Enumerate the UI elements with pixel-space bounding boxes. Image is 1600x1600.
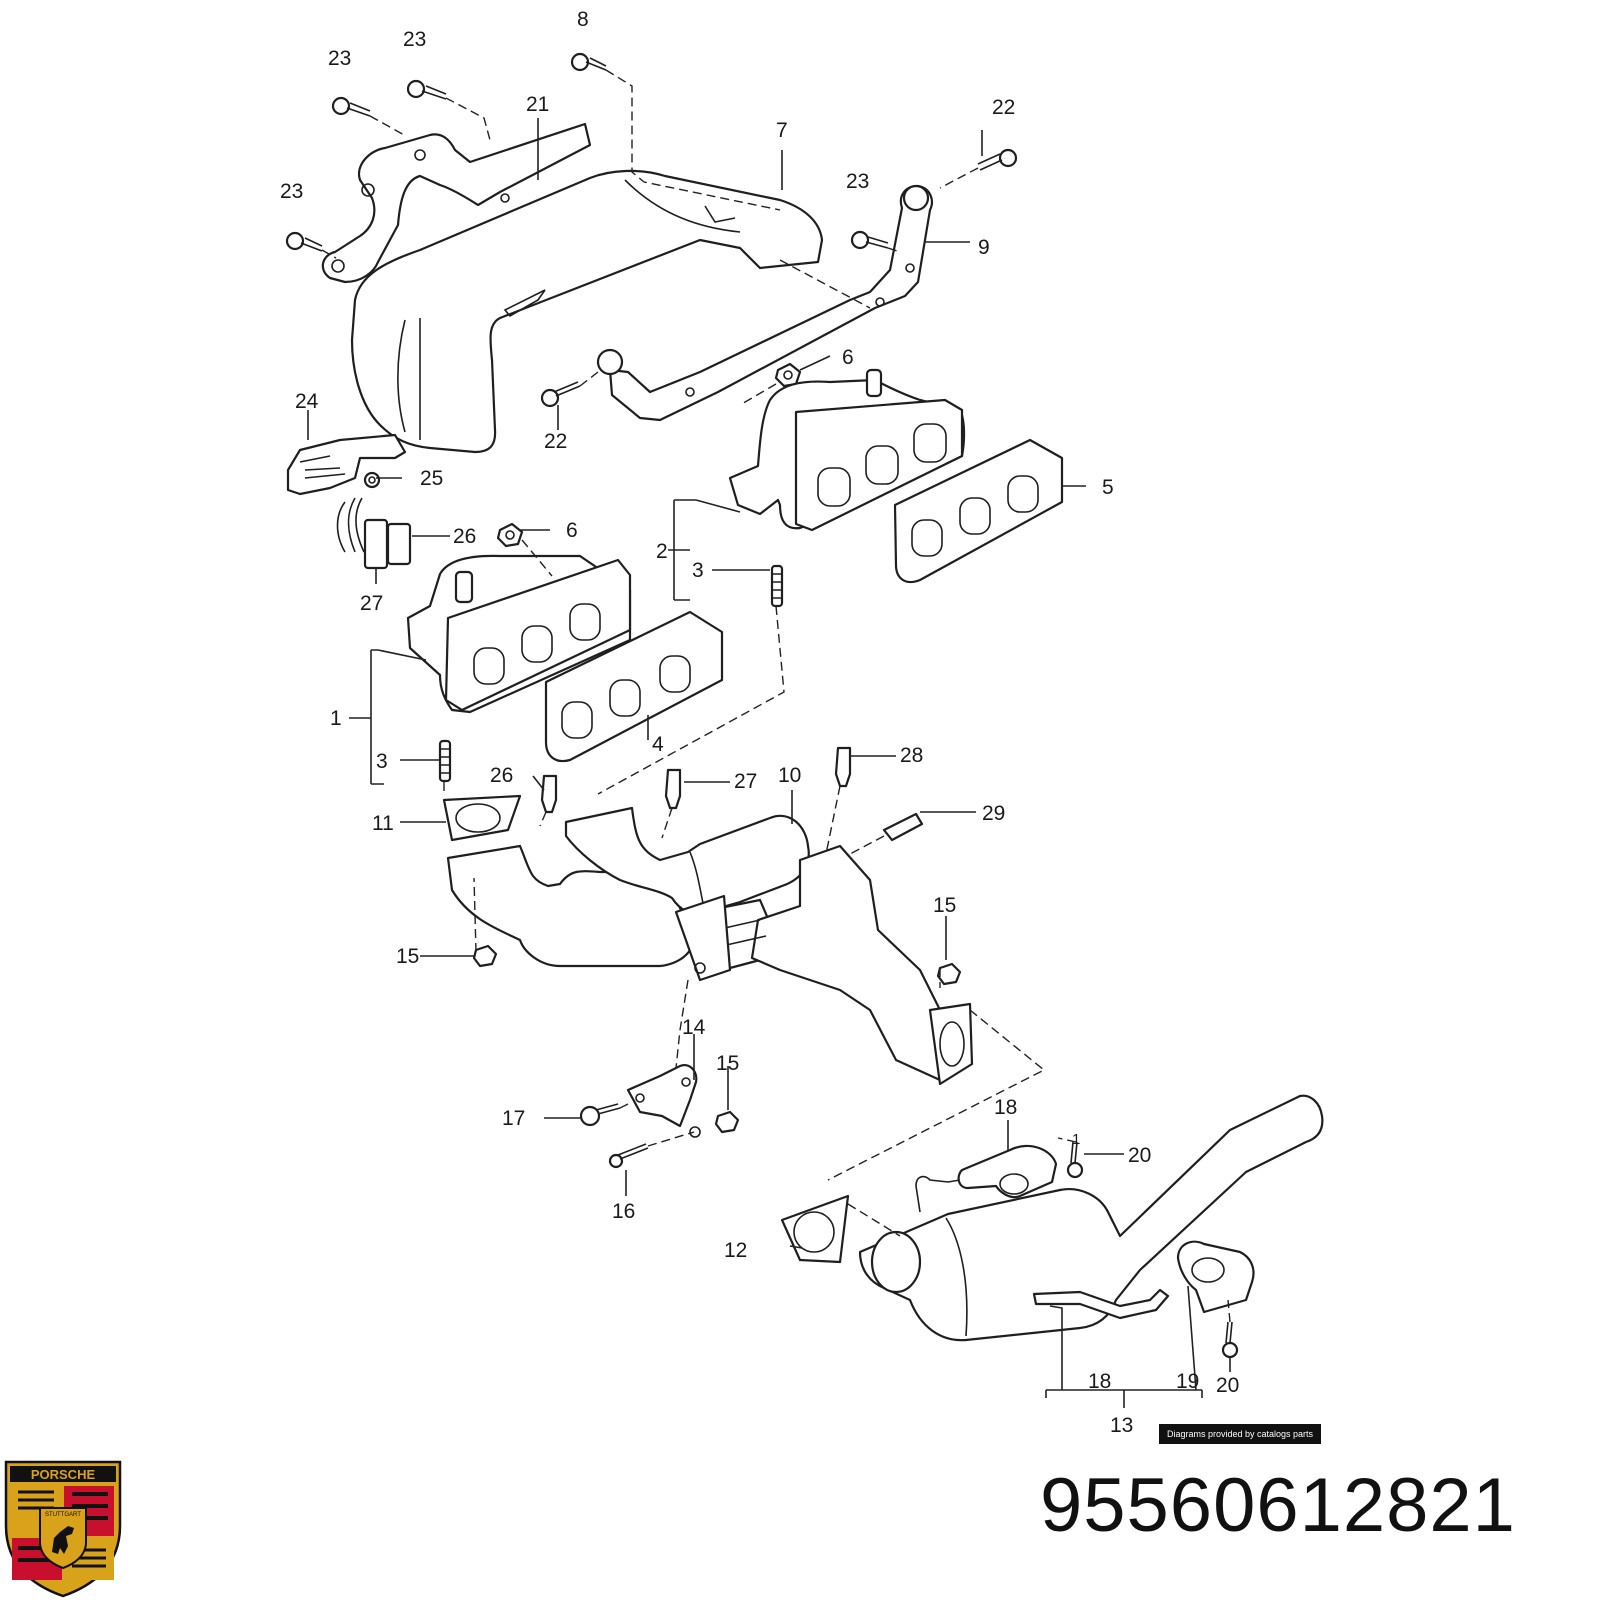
callout-23: 23 bbox=[328, 47, 351, 70]
catalytic-converter-assembly bbox=[446, 806, 974, 1086]
crest-city-text: STUTTGART bbox=[45, 1512, 81, 1518]
callout-14: 14 bbox=[682, 1016, 706, 1039]
crest-brand-text: PORSCHE bbox=[31, 1467, 96, 1482]
callout-2: 2 bbox=[656, 540, 668, 563]
callout-5: 5 bbox=[1102, 476, 1114, 499]
rear-muffler bbox=[858, 1094, 1324, 1342]
nut-6a bbox=[774, 362, 802, 388]
callout-12: 12 bbox=[724, 1239, 747, 1262]
bolt-23c bbox=[285, 231, 323, 252]
oxygen-sensors bbox=[540, 746, 924, 842]
callout-21: 21 bbox=[526, 93, 549, 116]
nut-15a bbox=[472, 944, 498, 968]
callout-8: 8 bbox=[577, 8, 589, 31]
bolt-8 bbox=[570, 52, 607, 72]
callout-22: 22 bbox=[544, 430, 567, 453]
callout-15: 15 bbox=[716, 1052, 739, 1075]
sensor-connector bbox=[336, 497, 412, 570]
gasket-5 bbox=[893, 438, 1064, 584]
flange-12 bbox=[780, 1194, 850, 1264]
callout-24: 24 bbox=[295, 390, 319, 413]
bolt-17 bbox=[579, 1103, 621, 1127]
stud-3a bbox=[770, 564, 784, 608]
callout-3: 3 bbox=[692, 559, 704, 582]
nut-15b bbox=[936, 962, 962, 986]
callout-4: 4 bbox=[652, 733, 664, 756]
diagram-credit-badge: Diagrams provided by catalogs parts bbox=[1159, 1424, 1321, 1444]
bolt-22a bbox=[977, 148, 1018, 171]
callout-15: 15 bbox=[396, 945, 419, 968]
manifold-right bbox=[728, 368, 966, 532]
callout-29: 29 bbox=[982, 802, 1005, 825]
callout-1: 1 bbox=[330, 707, 342, 730]
bolt-23d bbox=[850, 230, 889, 250]
bolt-20b bbox=[1221, 1321, 1239, 1359]
callout-18: 18 bbox=[994, 1096, 1017, 1119]
gasket-4 bbox=[544, 610, 724, 763]
bolt-23a bbox=[406, 79, 447, 100]
callout-23: 23 bbox=[280, 180, 303, 203]
callout-9: 9 bbox=[978, 236, 990, 259]
callout-16: 16 bbox=[612, 1200, 635, 1223]
bolts bbox=[285, 52, 1239, 1359]
bracket-left bbox=[321, 122, 592, 284]
porsche-crest-icon: PORSCHE STUTTGART bbox=[4, 1460, 122, 1598]
callout-26: 26 bbox=[490, 764, 513, 787]
callout-25: 25 bbox=[420, 467, 443, 490]
bolt-23b bbox=[331, 96, 371, 117]
callout-17: 17 bbox=[502, 1107, 525, 1130]
connector-bracket bbox=[286, 433, 407, 496]
bolt-16 bbox=[608, 1143, 649, 1169]
callout-27: 27 bbox=[734, 770, 757, 793]
callout-23: 23 bbox=[403, 28, 426, 51]
nut-6b bbox=[496, 522, 524, 548]
callout-23: 23 bbox=[846, 170, 869, 193]
callout-11: 11 bbox=[372, 812, 394, 835]
callout-26: 26 bbox=[453, 525, 476, 548]
manifold-left bbox=[406, 554, 632, 714]
callout-15: 15 bbox=[933, 894, 956, 917]
part-number: 95560612821 bbox=[1040, 1463, 1516, 1548]
callout-19: 19 bbox=[1176, 1370, 1199, 1393]
callout-22: 22 bbox=[992, 96, 1015, 119]
callout-6: 6 bbox=[566, 519, 578, 542]
nut-25 bbox=[363, 471, 381, 489]
callout-20: 20 bbox=[1216, 1374, 1239, 1397]
flange-11 bbox=[442, 794, 522, 842]
assembly-lines bbox=[321, 69, 1231, 1323]
leader-lines bbox=[307, 118, 1231, 1408]
stud-3b bbox=[438, 739, 452, 783]
callout-27: 27 bbox=[360, 592, 383, 615]
callout-1: 1 bbox=[1072, 1131, 1080, 1148]
callout-28: 28 bbox=[900, 744, 923, 767]
heat-shield bbox=[350, 169, 824, 454]
callout-10: 10 bbox=[778, 764, 801, 787]
bolt-22b bbox=[540, 381, 581, 408]
callout-20: 20 bbox=[1128, 1144, 1151, 1167]
nut-15c bbox=[714, 1110, 740, 1134]
callout-13: 13 bbox=[1110, 1414, 1133, 1437]
callout-labels: 8 23 23 21 7 22 23 23 9 6 22 24 25 26 6 … bbox=[280, 8, 1239, 1437]
callout-18: 18 bbox=[1088, 1370, 1111, 1393]
callout-6: 6 bbox=[842, 346, 854, 369]
bracket-right bbox=[596, 184, 934, 422]
callout-7: 7 bbox=[776, 119, 788, 142]
mounting-bracket-14 bbox=[626, 1064, 701, 1138]
bolt-20a bbox=[1066, 1141, 1084, 1179]
callout-3: 3 bbox=[376, 750, 388, 773]
